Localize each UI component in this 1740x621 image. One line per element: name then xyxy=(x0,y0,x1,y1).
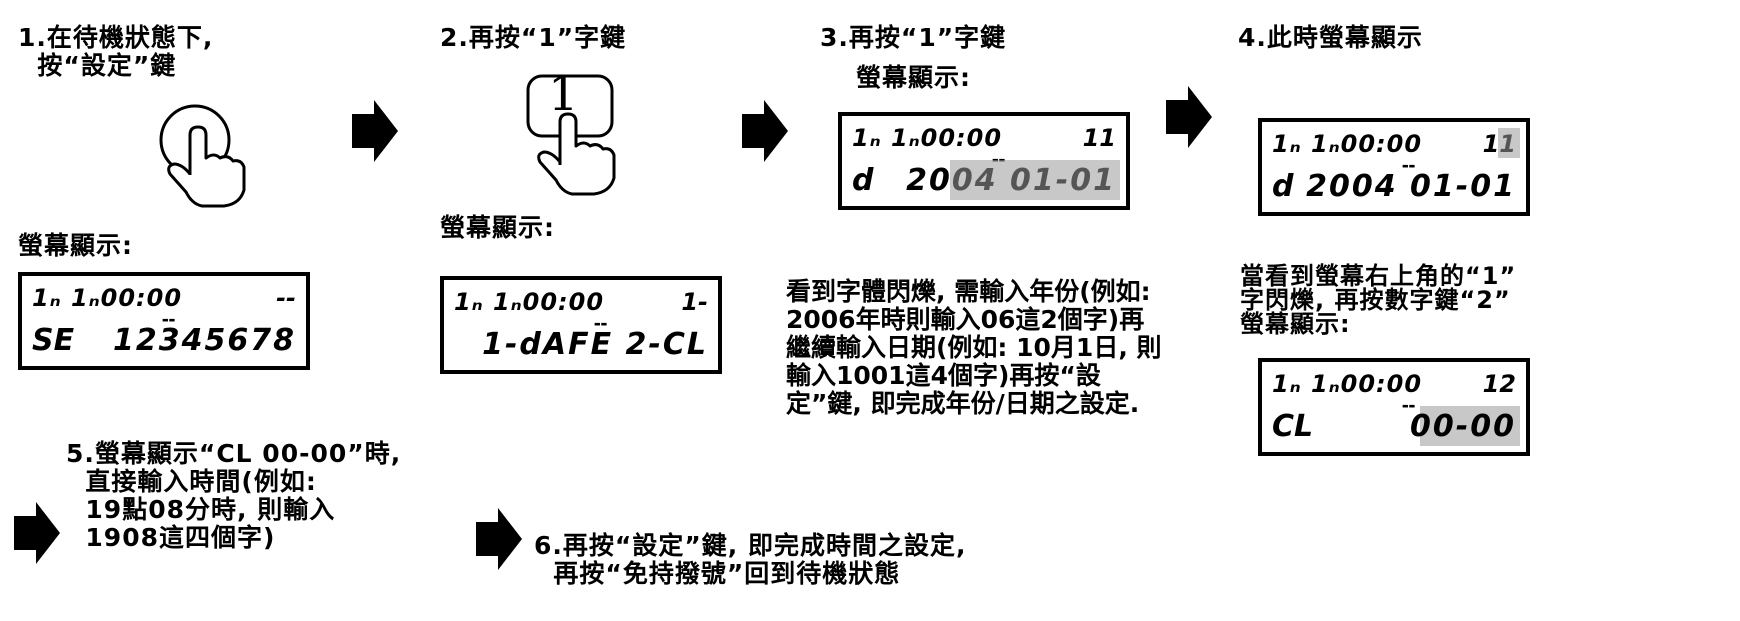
lcd-mode: CL xyxy=(1272,409,1314,444)
lcd-mid-mark: ▬▬ xyxy=(162,316,176,324)
lcd-indicator: -- xyxy=(276,284,296,312)
lcd-indicator: 12 xyxy=(1482,370,1516,398)
lcd-blink-highlight xyxy=(1498,128,1520,158)
step6-text: 6.再按“設定”鍵, 即完成時間之設定, 再按“免持撥號”回到待機狀態 xyxy=(534,531,967,588)
step4-title: 4.此時螢幕顯示 xyxy=(1238,23,1423,52)
lcd-time: 1ₙ 1ₙ00:00 xyxy=(32,284,183,312)
step2-title: 2.再按“1”字鍵 xyxy=(440,23,627,52)
lcd-display-4: 1ₙ 1ₙ00:00 11 ▬▬ d 2004 01-01 xyxy=(1258,118,1530,216)
lcd-mode: d xyxy=(852,163,874,198)
lcd-value: 00-00 xyxy=(1410,409,1516,444)
step4-note: 當看到螢幕右上角的“1” 字閃爍, 再按數字鍵“2” 螢幕顯示: xyxy=(1240,262,1517,338)
lcd-mid-mark: ▬▬ xyxy=(594,320,608,328)
key-press-icon xyxy=(526,74,616,196)
lcd-mid-mark: ▬▬ xyxy=(1402,402,1416,410)
arrow-right-icon xyxy=(14,502,60,564)
lcd-indicator: 1- xyxy=(681,288,708,316)
lcd-mode: SE xyxy=(32,323,75,358)
lcd-display-5: 1ₙ 1ₙ00:00 12 ▬▬ CL 00-00 xyxy=(1258,358,1530,456)
step2-screen-label: 螢幕顯示: xyxy=(440,213,555,242)
lcd-value: 12345678 xyxy=(113,323,296,358)
arrow-right-icon xyxy=(1166,86,1212,148)
lcd-value: 2004 01-01 xyxy=(1306,169,1516,204)
step3-title: 3.再按“1”字鍵 xyxy=(820,23,1007,52)
arrow-right-icon xyxy=(742,100,788,162)
lcd-value: 1-dAFE 2-CL xyxy=(482,327,708,362)
arrow-right-icon xyxy=(476,508,522,570)
hand-press-icon xyxy=(159,104,246,208)
lcd-mode: d xyxy=(1272,169,1294,204)
key-1-label: 1 xyxy=(548,66,580,122)
lcd-blink-highlight xyxy=(1420,406,1520,446)
lcd-time: 1ₙ 1ₙ00:00 xyxy=(1272,130,1423,158)
arrow-right-icon xyxy=(352,100,398,162)
lcd-indicator: 11 xyxy=(1082,124,1116,152)
step3-screen-label: 螢幕顯示: xyxy=(856,63,971,92)
lcd-display-3: 1ₙ 1ₙ00:00 11 ▬▬ d 2004 01-01 xyxy=(838,112,1130,210)
lcd-time: 1ₙ 1ₙ00:00 xyxy=(1272,370,1423,398)
lcd-display-2: 1ₙ 1ₙ00:00 1- ▬▬ 1-dAFE 2-CL xyxy=(440,276,722,374)
step5-text: 5.螢幕顯示“CL 00-00”時, 直接輸入時間(例如: 19點08分時, 則… xyxy=(66,439,402,552)
lcd-time: 1ₙ 1ₙ00:00 xyxy=(454,288,605,316)
lcd-display-1: 1ₙ 1ₙ00:00 -- ▬▬ SE 12345678 xyxy=(18,272,310,370)
lcd-blink-highlight xyxy=(950,160,1120,200)
step1-title: 1.在待機狀態下, 按“設定”鍵 xyxy=(18,23,214,80)
lcd-mid-mark: ▬▬ xyxy=(1402,162,1416,170)
step1-screen-label: 螢幕顯示: xyxy=(18,231,133,260)
step3-note: 看到字體閃爍, 需輸入年份(例如: 2006年時則輸入06這2個字)再繼續輸入日… xyxy=(786,277,1162,418)
lcd-time: 1ₙ 1ₙ00:00 xyxy=(852,124,1003,152)
